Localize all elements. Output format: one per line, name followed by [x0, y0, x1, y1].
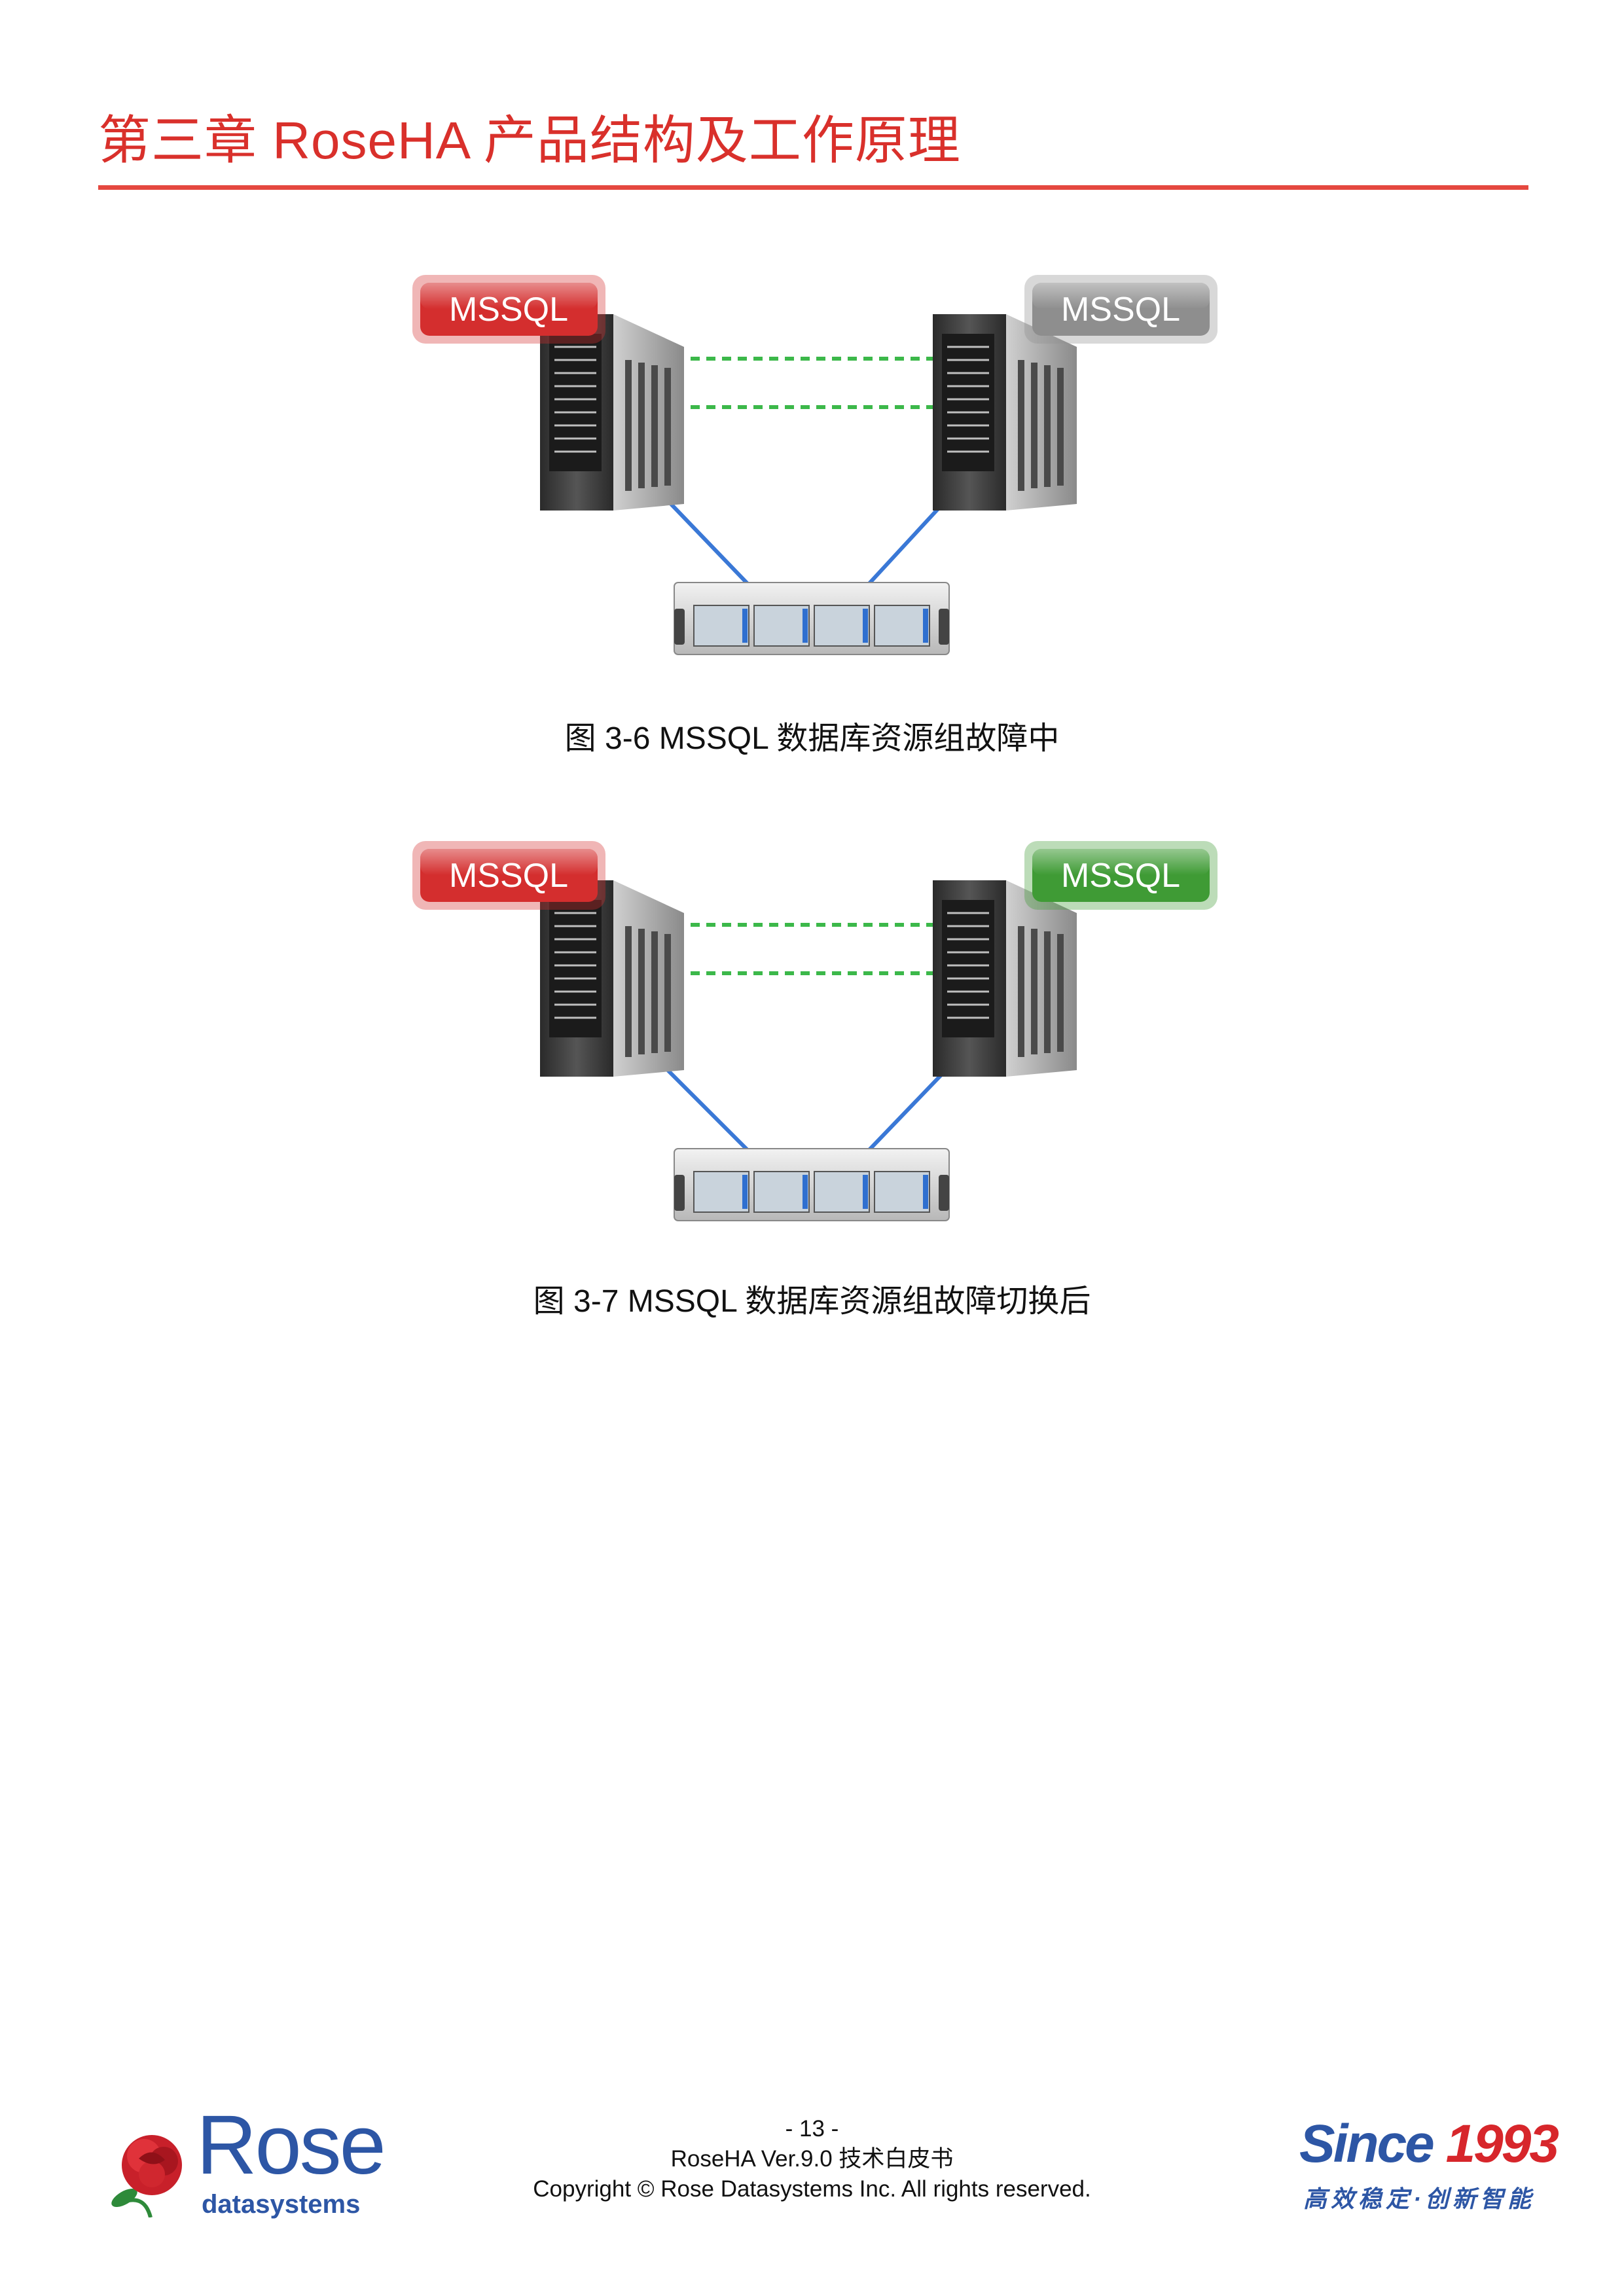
document-title: RoseHA Ver.9.0 技术白皮书	[670, 2146, 954, 2172]
server-tower-icon	[540, 880, 684, 1077]
logo-subword: datasystems	[202, 2190, 361, 2219]
title-divider	[98, 185, 1528, 190]
figure-3-6-caption: 图 3-6 MSSQL 数据库资源组故障中	[564, 721, 1060, 756]
mssql-badge-right: MSSQL	[1024, 275, 1218, 344]
storage-link-right	[862, 1068, 948, 1157]
figure-3-7-caption: 图 3-7 MSSQL 数据库资源组故障切换后	[533, 1284, 1091, 1319]
mssql-badge-left: MSSQL	[412, 275, 605, 344]
storage-array-icon	[674, 1148, 950, 1221]
mssql-label-right: MSSQL	[1061, 291, 1180, 329]
rose-flower-icon	[111, 2135, 182, 2217]
storage-link-right	[862, 502, 945, 591]
rose-datasystems-logo: Rose datasystems	[105, 2104, 386, 2219]
mssql-badge-right: MSSQL	[1024, 841, 1218, 910]
failover-diagram: MSSQL MSSQL	[412, 841, 1218, 1221]
figure-3-6: MSSQL MSSQL	[393, 262, 1231, 668]
server-tower-icon	[540, 314, 684, 511]
failover-diagram: MSSQL MSSQL	[412, 275, 1218, 655]
since-1993-logo: Since 1993 高效稳定·创新智能	[1299, 2114, 1559, 2215]
mssql-label-right: MSSQL	[1061, 857, 1180, 895]
server-tower-icon	[933, 314, 1077, 511]
copyright-notice: Copyright © Rose Datasystems Inc. All ri…	[533, 2176, 1091, 2202]
storage-link-left	[666, 1068, 755, 1157]
mssql-label-left: MSSQL	[449, 291, 568, 329]
since-year: 1993	[1445, 2114, 1559, 2174]
mssql-badge-left: MSSQL	[412, 841, 605, 910]
server-tower-icon	[933, 880, 1077, 1077]
chapter-title: 第三章 RoseHA 产品结构及工作原理	[98, 111, 961, 170]
logo-word: Rose	[196, 2098, 386, 2192]
storage-array-icon	[674, 582, 950, 655]
storage-link-left	[669, 502, 755, 591]
company-slogan: 高效稳定·创新智能	[1303, 2185, 1535, 2212]
figure-3-7: MSSQL MSSQL	[393, 828, 1231, 1234]
mssql-label-left: MSSQL	[449, 857, 568, 895]
since-text: Since	[1299, 2114, 1435, 2174]
page-footer: - 13 - RoseHA Ver.9.0 技术白皮书 Copyright © …	[0, 2114, 1624, 2204]
page-number: - 13 -	[785, 2116, 839, 2142]
